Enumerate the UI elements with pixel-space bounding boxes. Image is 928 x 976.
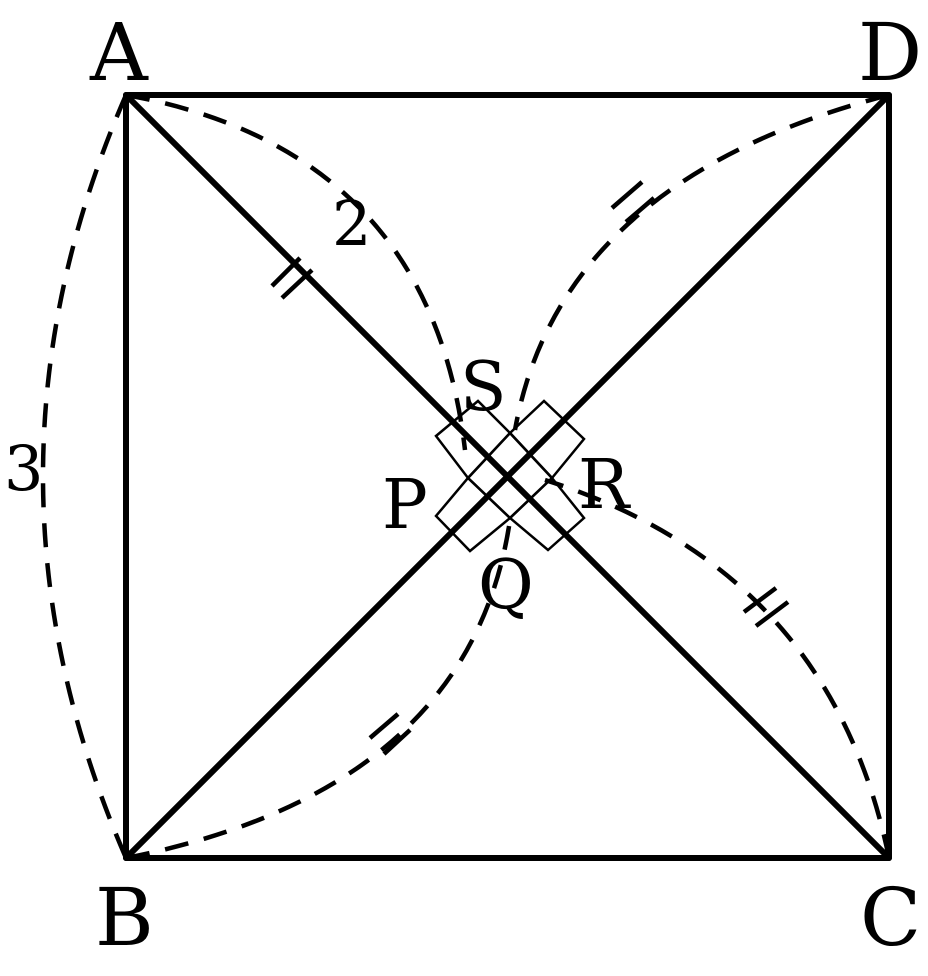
tick-mark-on-ac (270, 256, 314, 300)
diagonal-bd (123, 92, 892, 861)
right-angle-marker-top-left (434, 399, 512, 480)
right-angle-markers (434, 399, 586, 553)
tick-mark-on-arc-b (368, 712, 412, 756)
tick-mark-on-arc-d (610, 180, 656, 224)
length-label-left-arc: 3 (4, 432, 43, 505)
arc-bottom-b-to-center (125, 519, 513, 861)
right-angle-marker-bottom-left (434, 476, 512, 553)
point-label-p: P (382, 466, 428, 545)
point-label-s: S (460, 348, 507, 427)
right-angle-marker-bottom-right (508, 476, 586, 552)
arc-left-ab (40, 94, 129, 859)
tick-mark-on-arc-c (742, 586, 790, 628)
vertex-label-a: A (89, 6, 149, 99)
arc-right-c-to-center (544, 477, 892, 859)
point-label-r: R (578, 446, 631, 525)
vertex-label-c: C (860, 871, 921, 964)
vertex-label-d: D (858, 6, 922, 99)
right-angle-marker-top-right (508, 399, 586, 480)
length-label-top-arc: 2 (332, 187, 371, 260)
arc-top-d-to-center (512, 92, 890, 431)
square-abcd (123, 92, 892, 861)
vertex-label-b: B (95, 871, 154, 964)
arc-top-a-to-center (125, 92, 468, 451)
point-label-q: Q (478, 546, 534, 625)
